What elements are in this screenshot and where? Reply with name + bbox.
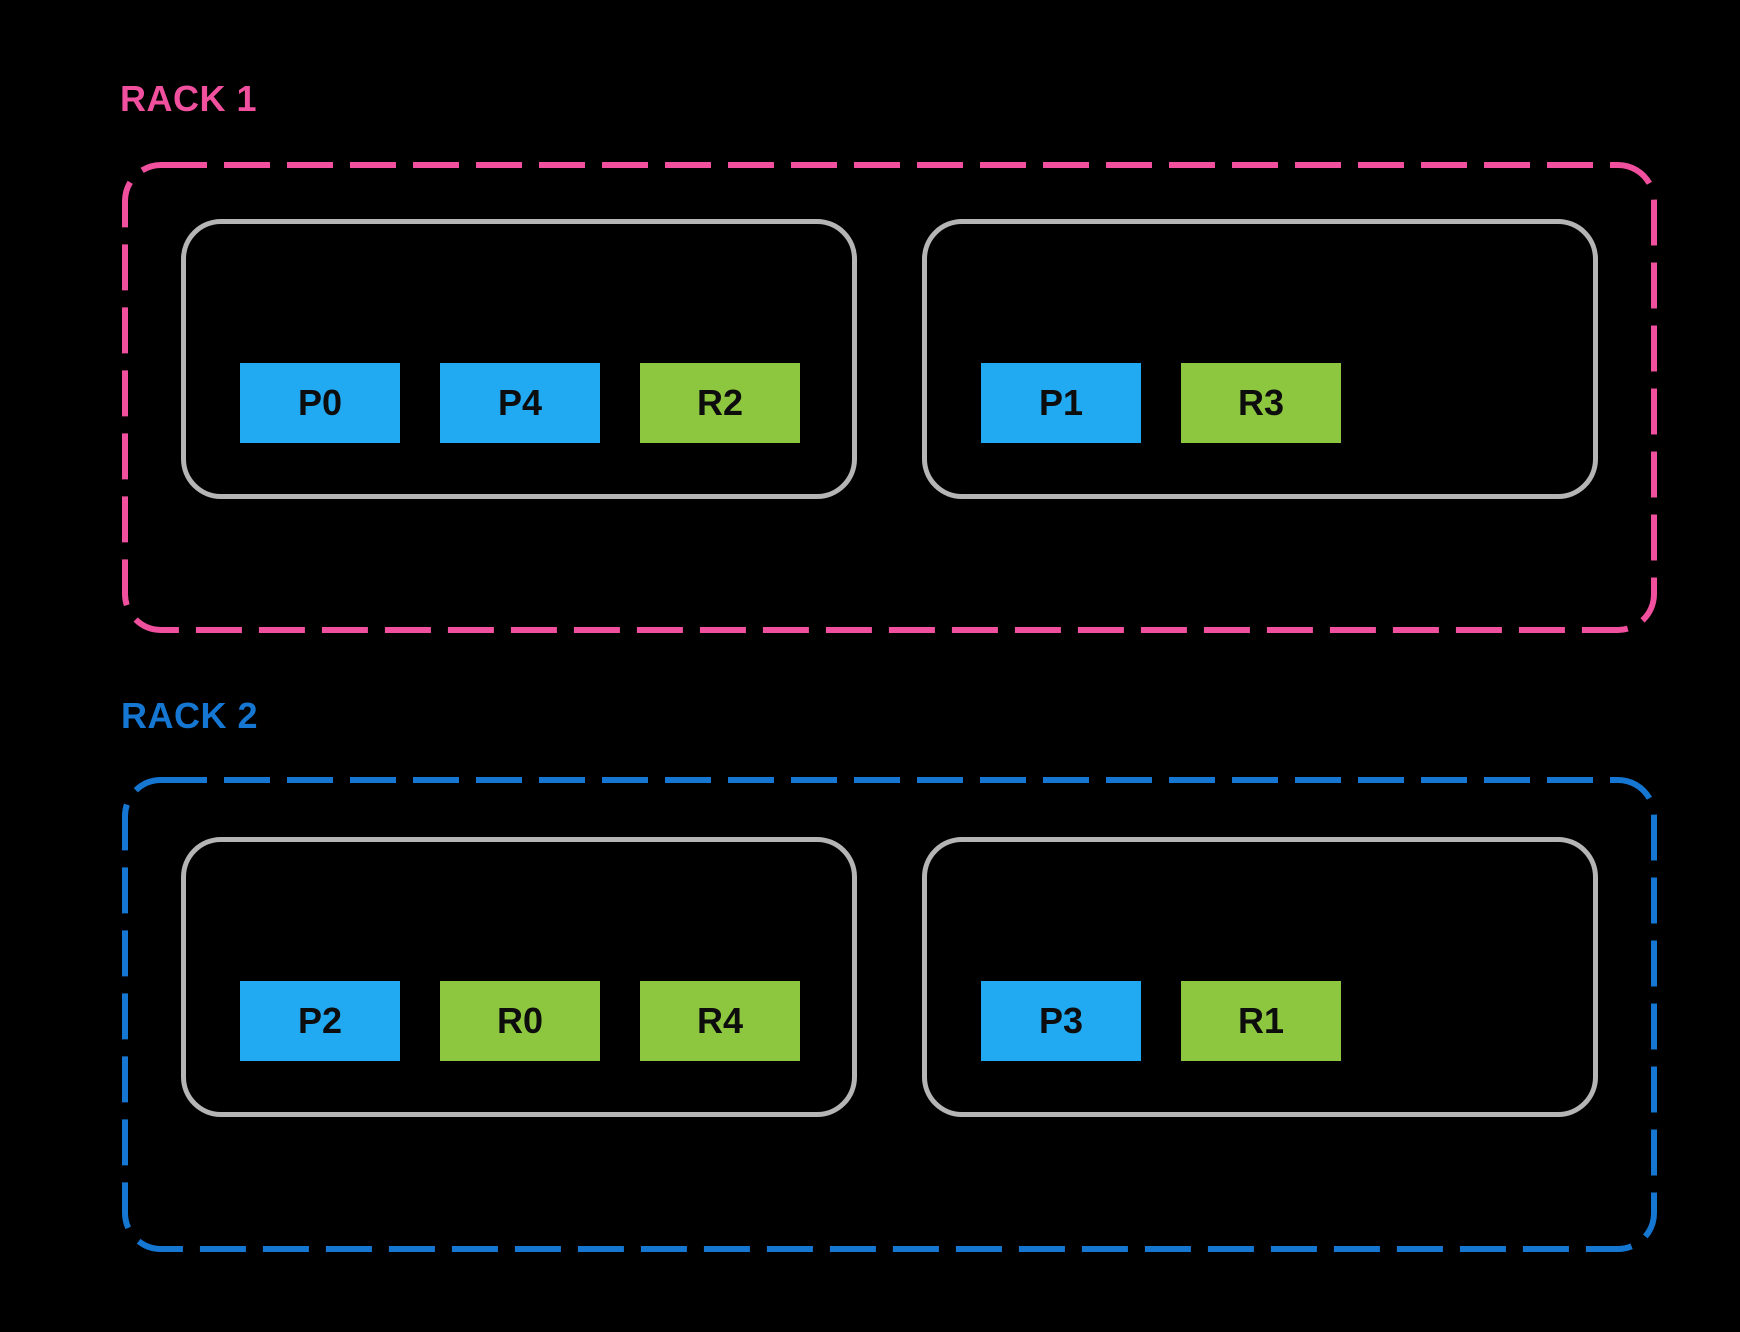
rack-2-host-2: P3 R1 <box>922 837 1598 1117</box>
rack-2-host-1: P2 R0 R4 <box>181 837 857 1117</box>
block-p0: P0 <box>240 363 400 443</box>
rack-1-boundary: P0 P4 R2 P1 R3 <box>122 162 1657 633</box>
rack-2-boundary: P2 R0 R4 P3 R1 <box>122 777 1657 1252</box>
block-r1: R1 <box>1181 981 1341 1061</box>
block-r0: R0 <box>440 981 600 1061</box>
block-r4: R4 <box>640 981 800 1061</box>
rack-2-dashed-border <box>122 777 1657 1252</box>
rack-1-host-1: P0 P4 R2 <box>181 219 857 499</box>
block-r2: R2 <box>640 363 800 443</box>
block-r3: R3 <box>1181 363 1341 443</box>
block-p1: P1 <box>981 363 1141 443</box>
block-p2: P2 <box>240 981 400 1061</box>
rack-2-label: RACK 2 <box>121 695 259 736</box>
rack-1-host-2: P1 R3 <box>922 219 1598 499</box>
block-p3: P3 <box>981 981 1141 1061</box>
rack-1-label: RACK 1 <box>120 78 258 119</box>
block-p4: P4 <box>440 363 600 443</box>
rack-1-dashed-border <box>122 162 1657 633</box>
